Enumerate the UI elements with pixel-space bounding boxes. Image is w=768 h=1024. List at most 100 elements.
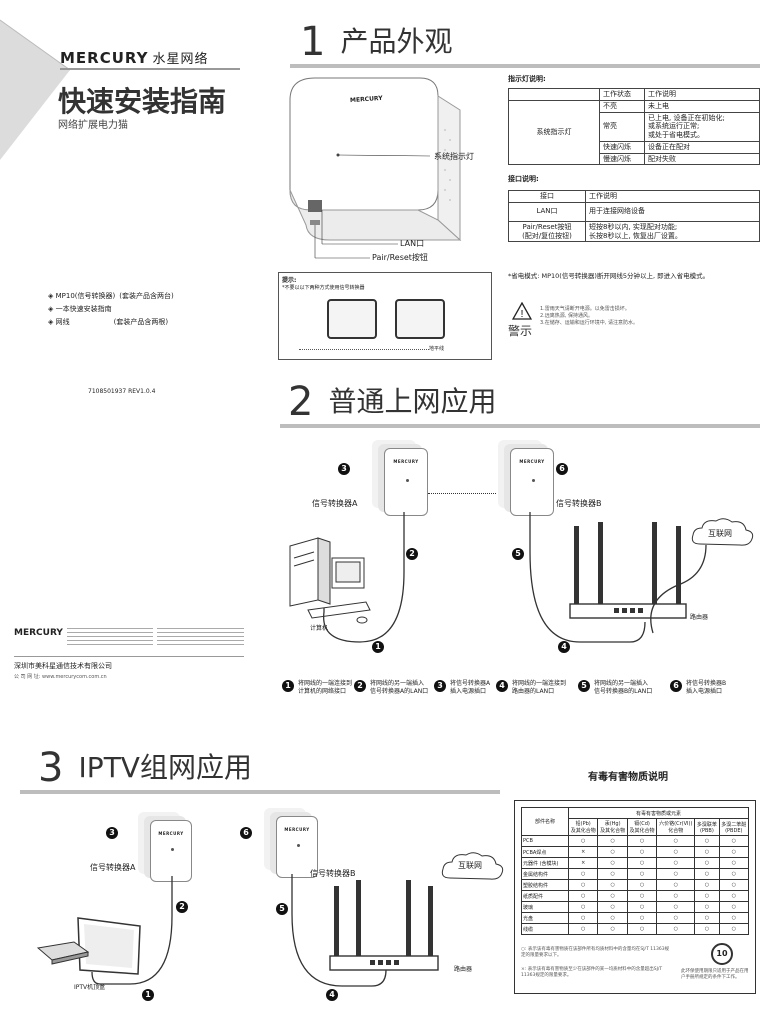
computer-label: 计算机	[310, 625, 329, 632]
hazard-mark: ○	[718, 879, 750, 891]
hazard-part-name: 纸质配件	[521, 890, 569, 902]
plc-link-dotted	[428, 493, 496, 494]
step-1-marker: 1	[372, 634, 384, 653]
svg-text:!: !	[521, 309, 524, 320]
hazard-mark: ○	[656, 835, 696, 847]
hazard-mark: ○	[567, 868, 599, 880]
guide-subtitle: 网络扩展电力猫	[58, 120, 128, 131]
company-block: MERCURY 深圳市美科星通信技术有限公司 公 司 网 址: www.merc…	[14, 628, 244, 680]
hazard-mark: ○	[656, 857, 696, 869]
wrong-orientation-2	[395, 299, 445, 339]
cable-b-path	[529, 512, 646, 643]
hazard-mark: ○	[694, 868, 720, 880]
iptv-adapter-a-label: 信号转换器A	[90, 863, 136, 872]
hazard-part-name: PCB	[521, 835, 569, 847]
contents-item: ◈ 一本快速安装指南	[48, 305, 112, 313]
hazard-mark: ○	[626, 846, 658, 858]
iptv-step-1-marker: 1	[142, 982, 154, 1001]
hazard-mark: ○	[694, 835, 720, 847]
hazard-mark: ○	[597, 901, 628, 913]
hazard-mark: ○	[718, 835, 750, 847]
hazard-mark: ○	[626, 912, 658, 924]
hazard-mark: ○	[718, 923, 750, 935]
adapter-a-illustration: MERCURY	[384, 448, 428, 516]
hazard-mark: ×	[567, 857, 599, 869]
hazard-part-name: 光盘	[521, 912, 569, 924]
brand-rule	[60, 68, 240, 70]
hazard-table: 部件名称有毒有害物质或元素 铅(Pb) 及其化合物 汞(Hg) 及其化合物 镉(…	[521, 807, 750, 935]
hazard-mark: ○	[718, 912, 750, 924]
hazard-row: PCBA焊点×○○○○○	[521, 846, 750, 858]
internet-cloud-icon	[691, 518, 754, 546]
tip-title: 提示:	[282, 277, 297, 284]
cover-corner-decoration	[0, 19, 70, 160]
iptv-internet-label: 互联网	[458, 861, 482, 870]
hazard-mark: ○	[567, 912, 599, 924]
hazard-mark: ○	[597, 846, 628, 858]
led-table: 工作状态工作说明 系统指示灯不亮未上电 常亮已上电, 设备正在初始化; 或系统运…	[508, 88, 760, 166]
hazard-mark: ○	[597, 835, 628, 847]
company-website: 公 司 网 址: www.mercurycom.com.cn	[14, 674, 107, 680]
hazard-mark: ○	[626, 890, 658, 902]
port-table: 接口工作说明 LAN口用于连接网络设备 Pair/Reset按钮 (配对/复位按…	[508, 190, 760, 243]
hazard-part-name: PCBA焊点	[521, 846, 569, 858]
hazard-mark: ○	[694, 901, 720, 913]
iptv-step-5-marker: 5	[276, 896, 288, 915]
hazard-mark: ○	[718, 901, 750, 913]
iptv-cable-b-path	[291, 874, 387, 987]
section3-heading: 3 IPTV组网应用	[38, 745, 252, 791]
iptv-adapter-b-label: 信号转换器B	[310, 869, 356, 878]
tip-box: 提示: *不要以以下两种方式使用信号转换器 地平线	[278, 272, 492, 360]
hazard-mark: ○	[656, 879, 696, 891]
hazard-part-name: 玻璃	[521, 901, 569, 913]
hazard-mark: ○	[656, 923, 696, 935]
hazard-mark: ○	[567, 879, 599, 891]
hazard-mark: ○	[567, 835, 599, 847]
hazard-mark: ○	[626, 835, 658, 847]
contents-item: ◈ MP10(信号转换器)(套装产品含两台)	[48, 292, 174, 300]
callout-system-led: 系统指示灯	[434, 152, 474, 161]
hazard-mark: ○	[718, 857, 750, 869]
hazard-part-name: 金属结构件	[521, 868, 569, 880]
hazard-part-name: 塑胶结构件	[521, 879, 569, 891]
section2-heading: 2 普通上网应用	[288, 379, 497, 425]
adapter-a-label: 信号转换器A	[312, 499, 358, 508]
hazard-row: 纸质配件○○○○○○	[521, 890, 750, 902]
hazard-mark: ○	[718, 846, 750, 858]
port-heading: 接口说明:	[508, 175, 539, 183]
iptv-step-4-marker: 4	[326, 982, 338, 1001]
step-2-marker: 2	[406, 541, 418, 560]
section1-heading: 1 产品外观	[300, 19, 453, 65]
hazard-mark: ○	[567, 923, 599, 935]
hazard-mark: ○	[597, 912, 628, 924]
hazard-row: 元器件 (含模块)×○○○○○	[521, 857, 750, 869]
section1-rule	[290, 64, 760, 68]
tip-text: *不要以以下两种方式使用信号转换器	[282, 285, 365, 291]
iptv-router-illustration	[329, 880, 439, 971]
hazard-mark: ○	[626, 923, 658, 935]
iptv-internet-cloud-icon	[441, 852, 504, 880]
hazard-mark: ○	[597, 923, 628, 935]
iptv-step-3-marker: 3	[106, 820, 118, 839]
step-6-marker: 6	[556, 456, 568, 475]
doc-code: 7108501937 REV1.0.4	[88, 388, 156, 395]
hazard-mark: ○	[694, 857, 720, 869]
hazard-mark: ○	[597, 868, 628, 880]
warning-label: 警示	[508, 324, 533, 338]
cable-a-path	[323, 512, 405, 643]
hazard-mark: ○	[597, 890, 628, 902]
iptv-step-2-marker: 2	[176, 894, 188, 913]
callout-pair-reset: Pair/Reset按钮	[372, 253, 428, 262]
warning-list: 1.雷雨天气请断开电源。以免雷击损坏。 2.远离热源, 保持通风。 3.在储存、…	[540, 306, 638, 326]
epup-badge: 10	[711, 943, 733, 965]
company-logo: MERCURY	[14, 628, 63, 638]
iptv-step-6-marker: 6	[240, 820, 252, 839]
hazard-mark: ○	[694, 846, 720, 858]
hazard-mark: ○	[626, 868, 658, 880]
router-label: 路由器	[690, 614, 709, 621]
